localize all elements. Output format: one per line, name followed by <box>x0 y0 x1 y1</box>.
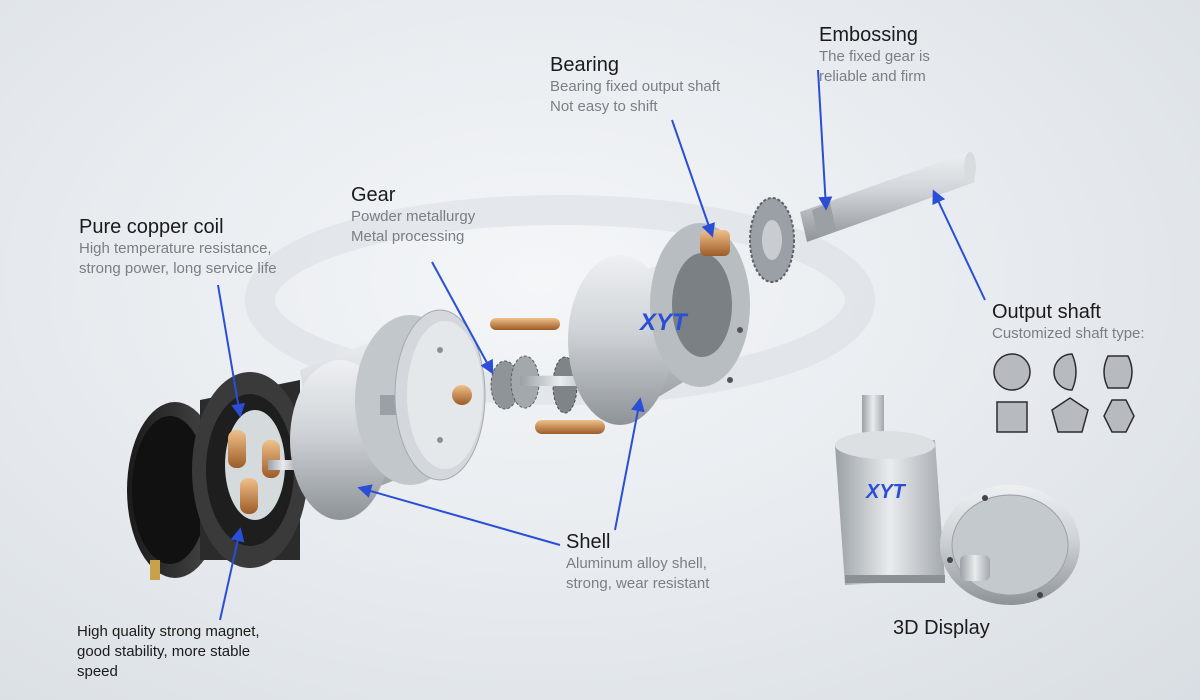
logo-text-display: XYT <box>865 481 907 503</box>
arrow-shell-gearbox <box>614 397 645 531</box>
shell-desc-1: Aluminum alloy shell, <box>566 555 707 572</box>
bearing-label: Bearing Bearing fixed output shaft Not e… <box>550 53 720 117</box>
pentagon-icon <box>1051 397 1089 433</box>
output-gear-part <box>749 197 795 283</box>
magnet-desc-3: speed <box>77 663 118 680</box>
gear-desc-1: Powder metallurgy <box>351 208 476 225</box>
gear-desc-2: Metal processing <box>351 228 465 245</box>
output-shaft-part <box>800 152 976 242</box>
shell-label: Shell Aluminum alloy shell, strong, wear… <box>566 530 709 594</box>
magnet-desc-1: High quality strong magnet, <box>77 623 260 640</box>
hexagon-icon <box>1103 399 1135 433</box>
gear-title: Gear <box>351 184 396 206</box>
embossing-title: Embossing <box>819 24 918 46</box>
square-icon <box>996 401 1028 433</box>
coil-desc-1: High temperature resistance, <box>79 240 272 257</box>
arrow-bearing <box>671 119 715 238</box>
output-shaft-title: Output shaft <box>992 301 1101 323</box>
shaft-shapes <box>993 353 1135 433</box>
coil-part <box>192 372 308 568</box>
logo-mark: XYT XYT <box>638 309 907 503</box>
arrow-shell-side <box>357 484 561 546</box>
arrow-magnet <box>219 527 245 621</box>
callout-arrows <box>217 69 986 621</box>
arrow-output-shaft <box>932 189 986 301</box>
coil-label: Pure copper coil High temperature resist… <box>79 215 277 279</box>
coil-desc-2: strong power, long service life <box>79 260 277 277</box>
embossing-desc-2: reliable and firm <box>819 68 926 85</box>
bearing-title: Bearing <box>550 54 619 76</box>
shell-title: Shell <box>566 531 611 553</box>
gearbox-part <box>568 223 750 425</box>
embossing-label: Embossing The fixed gear is reliable and… <box>819 23 930 87</box>
d-cut-icon <box>1053 353 1077 391</box>
display-title: 3D Display <box>893 617 990 639</box>
gear-train-part <box>490 318 605 434</box>
circle-icon <box>993 353 1031 391</box>
gear-label: Gear Powder metallurgy Metal processing <box>351 183 475 247</box>
arrow-gear <box>431 261 494 375</box>
display-motor-side <box>940 485 1080 605</box>
output-shaft-label: Output shaft Customized shaft type: <box>992 300 1145 344</box>
output-shaft-desc: Customized shaft type: <box>992 325 1145 342</box>
arrow-embossing <box>817 69 833 211</box>
coil-title: Pure copper coil <box>79 216 224 238</box>
display-label: 3D Display <box>893 616 990 640</box>
magnet-label: High quality strong magnet, good stabili… <box>77 622 260 682</box>
bearing-desc-1: Bearing fixed output shaft <box>550 78 721 95</box>
arrow-coil <box>217 284 246 418</box>
display-motor-front <box>835 395 945 585</box>
bearing-desc-2: Not easy to shift <box>550 98 658 115</box>
magnet-desc-2: good stability, more stable <box>77 643 251 660</box>
embossing-desc-1: The fixed gear is <box>819 48 930 65</box>
logo-text-gearbox: XYT <box>638 309 689 336</box>
shell-desc-2: strong, wear resistant <box>566 575 710 592</box>
double-d-icon <box>1103 355 1133 389</box>
flange-part <box>394 309 486 481</box>
